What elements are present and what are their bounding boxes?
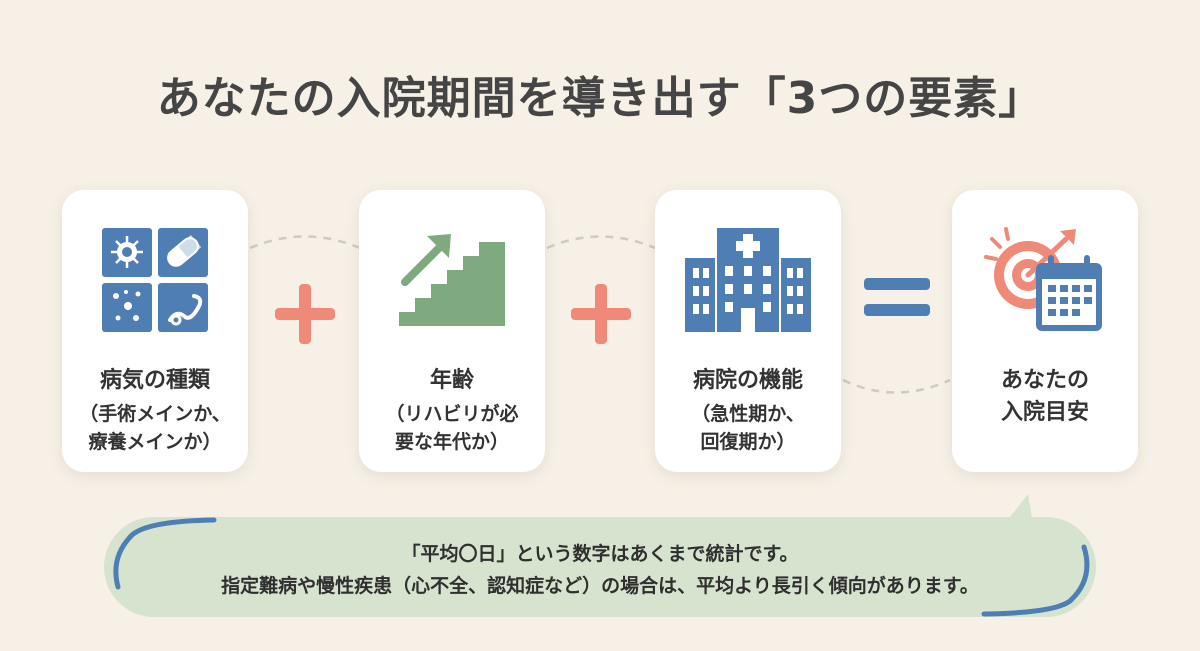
card-sub-1: 入院目安 bbox=[1000, 400, 1089, 425]
equals-operator bbox=[864, 278, 930, 322]
card-sub-2: 療養メインか） bbox=[88, 431, 222, 453]
note-bubble-accents bbox=[113, 517, 1090, 617]
card-sub-1: （急性期か、 bbox=[691, 403, 805, 425]
page-title: あなたの入院期間を導き出す「3つの要素」 bbox=[156, 73, 1044, 124]
card-sub-1: （リハビリが必 bbox=[385, 403, 519, 425]
card-label: 年齢 bbox=[429, 368, 474, 393]
card-sub-2: 回復期か） bbox=[700, 431, 796, 453]
note-line-2: 指定難病や慢性疾患（心不全、認知症など）の場合は、平均より長引く傾向があります。 bbox=[221, 575, 979, 597]
target-calendar-icon bbox=[952, 220, 1138, 340]
card-hospital-function: 病院の機能 （急性期か、 回復期か） bbox=[655, 190, 841, 472]
card-sub-2: 要な年代か） bbox=[394, 431, 509, 453]
connector-3-4 bbox=[842, 378, 951, 394]
card-label: あなたの bbox=[1000, 368, 1089, 393]
card-label: 病院の機能 bbox=[692, 368, 803, 393]
card-label: 病気の種類 bbox=[99, 368, 210, 393]
note-line-1: 「平均〇日」という数字はあくまで統計です。 bbox=[401, 543, 799, 565]
connector-2-3 bbox=[546, 235, 656, 250]
note-bubble: 「平均〇日」という数字はあくまで統計です。 指定難病や慢性疾患（心不全、認知症な… bbox=[104, 517, 1096, 617]
card-sub-1: （手術メインか、 bbox=[79, 403, 231, 425]
plus-operator-2 bbox=[569, 282, 633, 350]
hospital-building-icon bbox=[655, 220, 841, 340]
card-disease-type: 病気の種類 （手術メインか、 療養メインか） bbox=[62, 190, 248, 472]
disease-type-grid-icon bbox=[62, 220, 248, 340]
plus-operator-1 bbox=[273, 282, 337, 350]
connector-1-2 bbox=[249, 235, 361, 250]
card-age: 年齢 （リハビリが必 要な年代か） bbox=[359, 190, 545, 472]
stairs-arrow-icon bbox=[359, 220, 545, 340]
card-result: あなたの 入院目安 bbox=[952, 190, 1138, 472]
